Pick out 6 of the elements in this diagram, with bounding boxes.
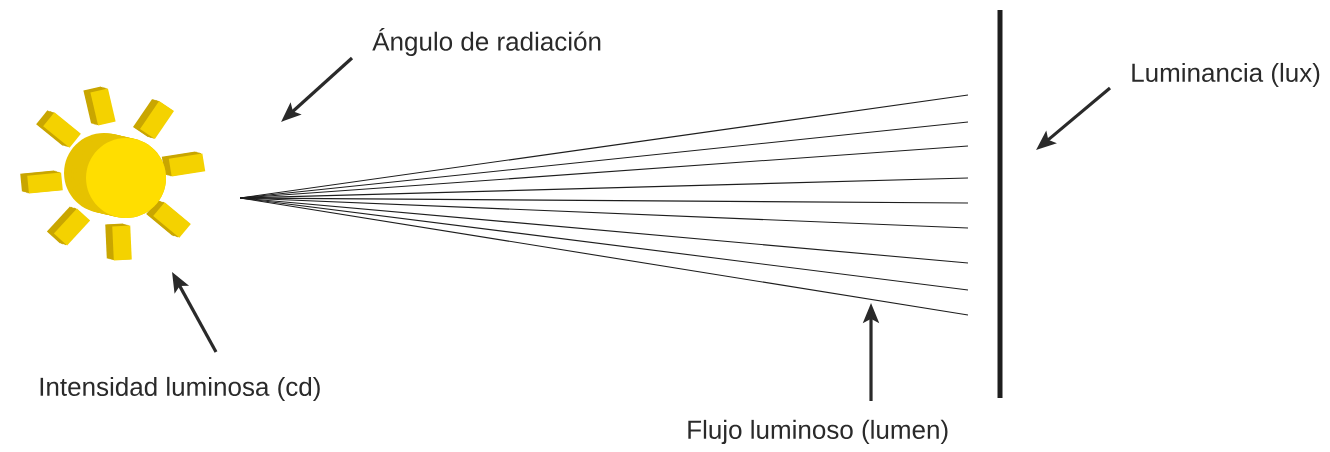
annotation-label: Intensidad luminosa (cd) [40,376,320,402]
sun-illustration [20,86,206,261]
annotation-label: Ángulo de radiación [372,28,601,56]
annotation-label: Luminancia (lux) [1132,62,1320,88]
light-rays [239,94,969,316]
annotation-label: Flujo luminoso (lumen) [688,419,948,445]
